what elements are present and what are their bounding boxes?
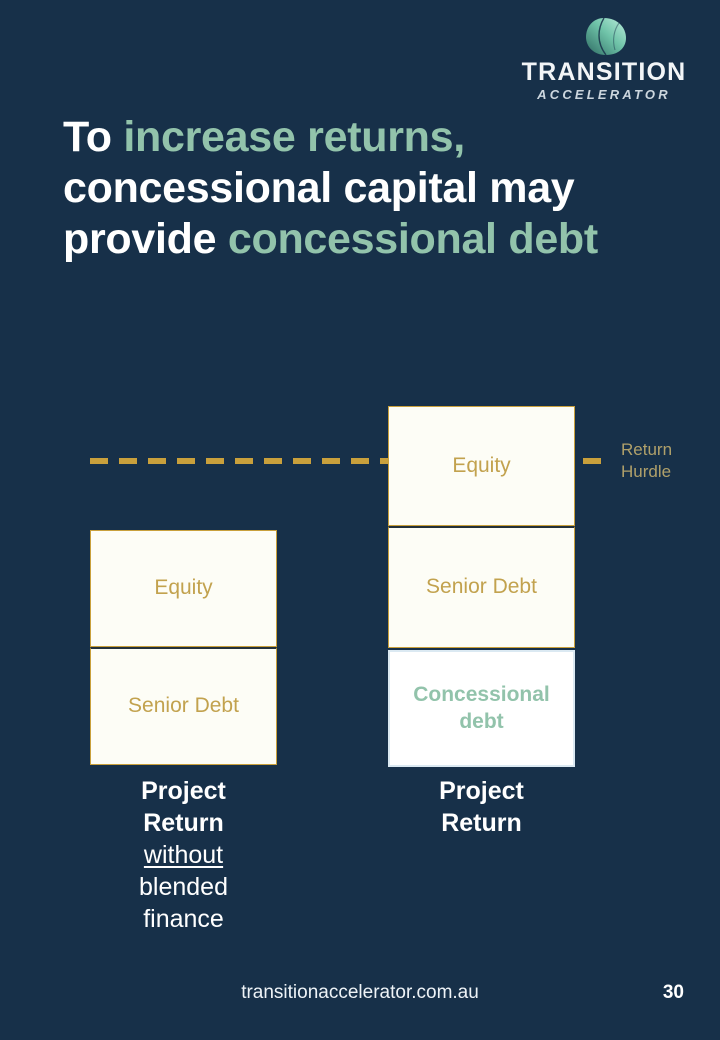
brand-logo: TRANSITION ACCELERATOR (514, 14, 694, 105)
segment-label-line1: Concessional (413, 682, 550, 706)
segment-label-line2: debt (459, 709, 504, 733)
return-hurdle-label: Return Hurdle (621, 439, 716, 484)
return-hurdle-label-line2: Hurdle (621, 462, 672, 482)
segment-label: Senior Debt (426, 575, 537, 599)
stack-with-blended-finance: Equity Senior Debt Concessional debt (388, 406, 575, 767)
headline-accent-1: increase returns, (123, 113, 465, 161)
stack-segment-equity-left[interactable]: Equity (90, 530, 277, 647)
caption-line: finance (143, 905, 224, 933)
footer-website-url[interactable]: transitionaccelerator.com.au (241, 982, 479, 1003)
caption-line: Return (441, 809, 522, 837)
segment-label: Equity (452, 453, 511, 477)
caption-line: blended (139, 873, 228, 901)
return-hurdle-label-line1: Return (621, 440, 673, 459)
caption-line: Return (143, 809, 224, 837)
caption-line-without: without (143, 841, 224, 869)
headline-accent-2: concessional debt (227, 215, 598, 264)
stack-segment-senior-debt-right[interactable]: Senior Debt (388, 526, 575, 648)
leaf-mark-icon (586, 17, 626, 56)
segment-label: Concessional debt (413, 682, 550, 736)
caption-line: Project (439, 777, 524, 805)
stack-without-blended-finance: Equity Senior Debt (90, 530, 277, 765)
return-hurdle-line (90, 458, 610, 464)
headline-part-1: To (63, 113, 124, 161)
segment-label: Senior Debt (128, 694, 239, 718)
logo-subtitle: ACCELERATOR (537, 87, 671, 102)
caption-with-blended-finance: Project Return (388, 775, 575, 839)
segment-label: Equity (154, 576, 213, 600)
caption-without-blended-finance: Project Return without blended finance (90, 775, 277, 935)
caption-line: Project (141, 777, 226, 805)
page-number: 30 (662, 982, 684, 1003)
headline-part-2: concessional capital may provide (63, 164, 575, 264)
page-title: To increase returns, concessional capita… (63, 112, 683, 265)
stack-segment-senior-debt-left[interactable]: Senior Debt (90, 647, 277, 765)
logo-wordmark: TRANSITION (521, 58, 687, 86)
stack-segment-equity-right[interactable]: Equity (388, 406, 575, 526)
stack-segment-concessional-debt[interactable]: Concessional debt (388, 650, 575, 767)
